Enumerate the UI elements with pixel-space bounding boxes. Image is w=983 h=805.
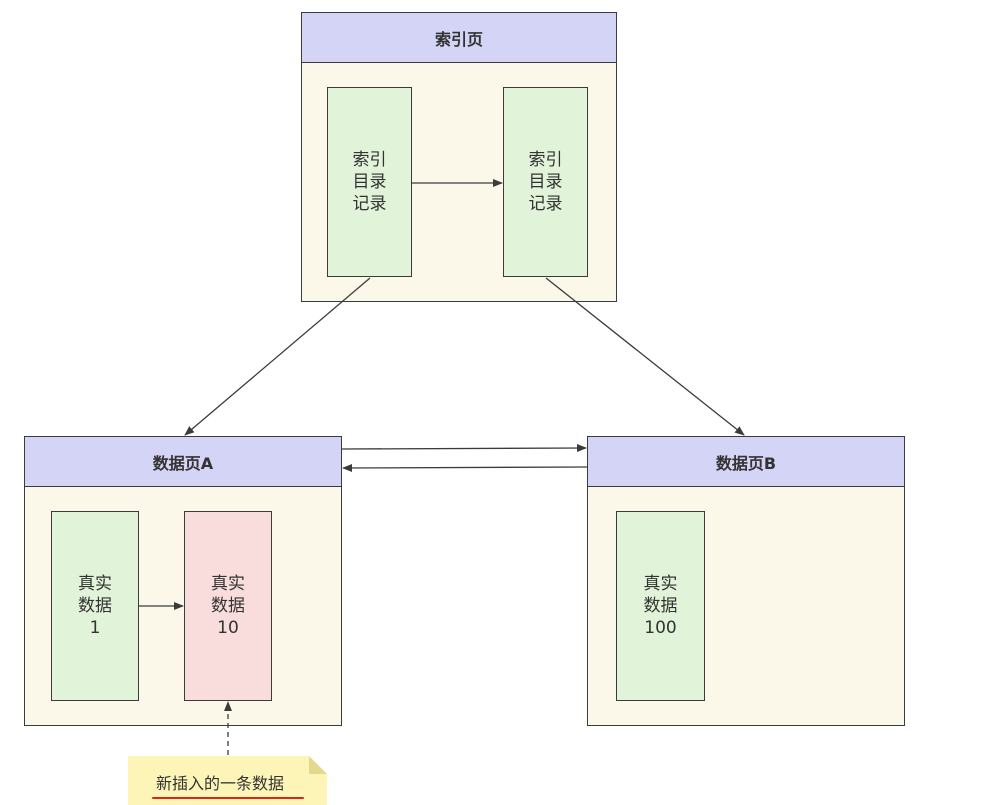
record-line: 数据 — [211, 596, 245, 616]
record-line: 10 — [217, 618, 239, 638]
index-directory-record-1: 索引 目录 记录 — [327, 87, 412, 277]
record-line: 1 — [89, 618, 101, 638]
record-line: 索引 — [352, 150, 387, 170]
real-data-record-100: 真实 数据 100 — [616, 511, 705, 701]
sticky-note-fold — [309, 756, 327, 774]
sticky-note-underline — [152, 797, 304, 799]
arrow-page-a-to-page-b — [341, 444, 587, 453]
record-line: 目录 — [528, 172, 563, 192]
record-line: 目录 — [352, 172, 387, 192]
real-data-record-10-new: 真实 数据 10 — [184, 511, 272, 701]
record-line: 100 — [644, 618, 677, 638]
record-line: 真实 — [643, 574, 678, 594]
data-page-a-title: 数据页A — [25, 437, 341, 487]
record-line: 真实 — [211, 574, 245, 594]
index-directory-record-2: 索引 目录 记录 — [503, 87, 588, 277]
record-line: 索引 — [528, 150, 563, 170]
real-data-record-1: 真实 数据 1 — [51, 511, 139, 701]
data-page-b-title: 数据页B — [588, 437, 904, 487]
index-page-title: 索引页 — [302, 13, 616, 63]
arrow-page-b-to-page-a — [342, 463, 588, 472]
record-line: 记录 — [528, 194, 563, 214]
record-line: 数据 — [643, 596, 678, 616]
sticky-note — [128, 756, 327, 805]
record-line: 真实 — [78, 574, 112, 594]
record-line: 记录 — [352, 194, 387, 214]
record-line: 数据 — [78, 596, 112, 616]
sticky-note-text: 新插入的一条数据 — [156, 774, 285, 793]
